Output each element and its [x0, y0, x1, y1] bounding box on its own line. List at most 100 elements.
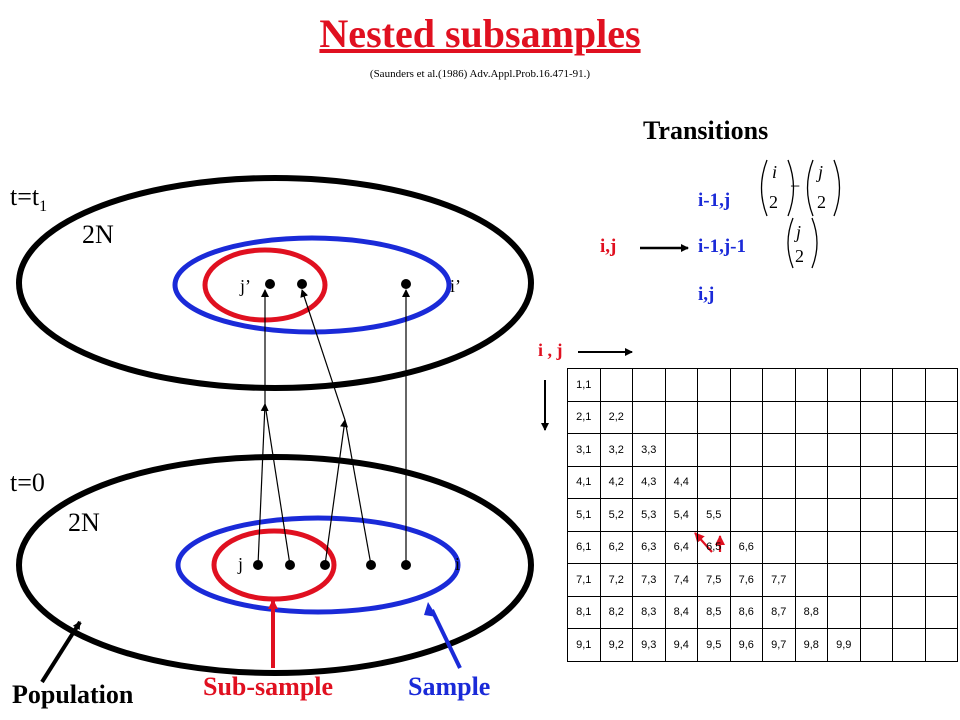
grid-cell	[924, 530, 958, 564]
grid-cell	[924, 400, 958, 434]
grid-cell	[664, 368, 698, 402]
grid-cell	[892, 563, 926, 597]
population-ellipse-bottom	[16, 454, 534, 676]
grid-cell	[599, 368, 633, 402]
ij-axis-label: i , j	[538, 340, 563, 360]
population-ellipse-top	[16, 175, 534, 391]
grid-cell	[762, 400, 796, 434]
grid-cell	[697, 368, 731, 402]
grid-cell	[664, 400, 698, 434]
grid-cell: 1,1	[567, 368, 601, 402]
legend-population: Population	[12, 680, 134, 709]
grid-cell: 3,1	[567, 433, 601, 467]
grid-cell	[632, 368, 666, 402]
grid-cell	[827, 563, 861, 597]
grid-cell	[924, 368, 958, 402]
sample-ellipse-bottom	[175, 515, 461, 615]
grid-cell	[859, 400, 893, 434]
grid-cell	[892, 465, 926, 499]
grid-cell	[924, 433, 958, 467]
grid-cell	[859, 433, 893, 467]
target-state-2: i-1,j-1	[698, 236, 747, 257]
target-state-3: i,j	[698, 284, 715, 305]
grid-cell: 5,5	[697, 498, 731, 532]
grid-cell: 9,9	[827, 628, 861, 662]
grid-cell	[664, 433, 698, 467]
legend-sample: Sample	[408, 672, 491, 701]
grid-cell: 9,5	[697, 628, 731, 662]
grid-cell	[697, 433, 731, 467]
grid-cell	[924, 628, 958, 662]
sample-ellipse-top	[172, 235, 452, 335]
grid-cell	[924, 595, 958, 629]
grid-cell: 5,2	[599, 498, 633, 532]
rate2-bottom: 2	[795, 246, 804, 266]
from-state-label: i,j	[600, 236, 617, 257]
grid-cell	[794, 530, 828, 564]
grid-cell	[762, 530, 796, 564]
grid-cell: 6,3	[632, 530, 666, 564]
time-label-top-sub: 1	[39, 198, 48, 216]
grid-row: 1,1	[567, 368, 958, 402]
grid-cell	[859, 595, 893, 629]
grid-cell: 9,2	[599, 628, 633, 662]
grid-cell	[892, 595, 926, 629]
legend-subsample: Sub-sample	[203, 672, 334, 701]
grid-cell	[762, 368, 796, 402]
grid-cell: 9,1	[567, 628, 601, 662]
grid-cell	[794, 563, 828, 597]
grid-cell: 6,5	[697, 530, 731, 564]
grid-cell: 3,2	[599, 433, 633, 467]
grid-cell: 4,3	[632, 465, 666, 499]
grid-cell	[924, 498, 958, 532]
grid-cell: 4,2	[599, 465, 633, 499]
grid-cell	[827, 400, 861, 434]
grid-cell	[729, 498, 763, 532]
grid-cell	[794, 368, 828, 402]
grid-cell: 2,2	[599, 400, 633, 434]
grid-cell: 3,3	[632, 433, 666, 467]
grid-cell	[827, 595, 861, 629]
label-i: i	[455, 554, 461, 574]
grid-cell: 4,4	[664, 465, 698, 499]
pop-size-bottom: 2N	[68, 508, 100, 537]
grid-cell	[794, 465, 828, 499]
grid-cell	[697, 465, 731, 499]
grid-cell	[827, 530, 861, 564]
sample-pointer-head	[424, 602, 437, 617]
grid-cell	[827, 498, 861, 532]
time-label-bottom: t=0	[10, 468, 45, 497]
grid-cell: 2,1	[567, 400, 601, 434]
grid-cell	[892, 530, 926, 564]
grid-cell: 7,3	[632, 563, 666, 597]
rate1-top-a: i	[772, 162, 778, 182]
lineage-lines	[257, 289, 410, 566]
grid-cell	[892, 498, 926, 532]
sample-pointer	[430, 609, 462, 669]
grid-cell	[794, 433, 828, 467]
grid-cell: 9,4	[664, 628, 698, 662]
grid-cell	[892, 433, 926, 467]
grid-cell	[859, 563, 893, 597]
grid-cell	[729, 400, 763, 434]
grid-cell: 9,3	[632, 628, 666, 662]
grid-cell: 9,7	[762, 628, 796, 662]
grid-cell	[892, 368, 926, 402]
grid-cell	[729, 465, 763, 499]
grid-cell	[729, 368, 763, 402]
grid-cell	[794, 400, 828, 434]
grid-cell: 6,4	[664, 530, 698, 564]
label-j: j	[238, 554, 244, 574]
grid-cell	[697, 400, 731, 434]
target-state-1: i-1,j	[698, 190, 731, 211]
grid-cell: 5,4	[664, 498, 698, 532]
grid-cell: 5,1	[567, 498, 601, 532]
